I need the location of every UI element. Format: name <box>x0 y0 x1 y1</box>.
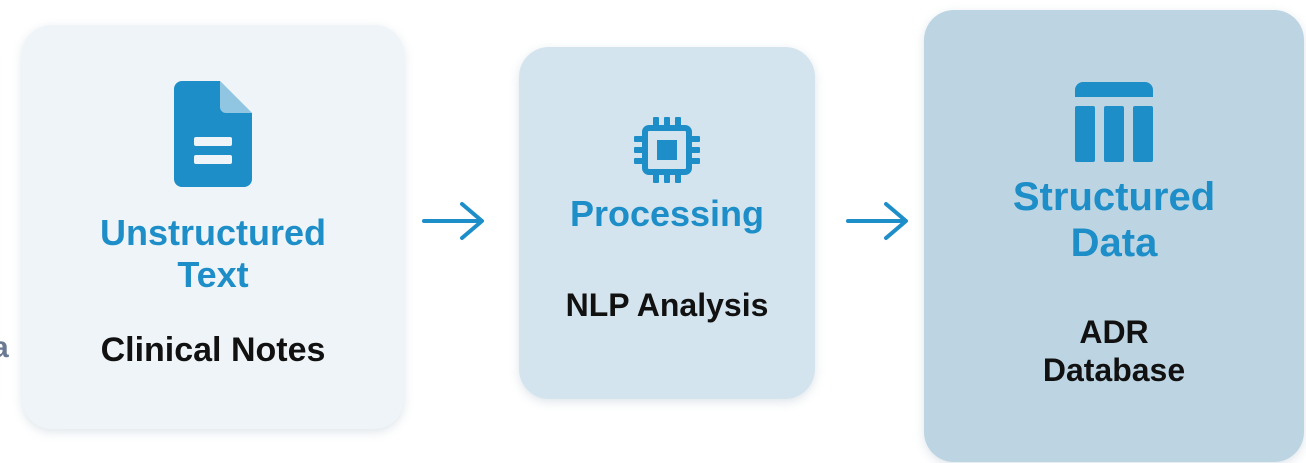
step-title: Processing <box>569 193 765 234</box>
step-subtitle: NLP Analysis <box>565 287 769 323</box>
arrow-right-icon <box>422 202 484 240</box>
table-icon <box>1075 82 1153 162</box>
step-title: Structured Data <box>1012 175 1216 265</box>
cropped-text-fragment: a <box>0 331 9 364</box>
arrow-right-icon <box>846 202 908 240</box>
step-title: Unstructured Text <box>99 212 327 295</box>
cpu-chip-icon <box>634 117 700 183</box>
step-subtitle: Clinical Notes <box>100 331 326 369</box>
step-card-unstructured-text: Unstructured Text Clinical Notes <box>22 25 404 429</box>
step-card-processing: Processing NLP Analysis <box>519 47 815 399</box>
step-subtitle: ADR Database <box>1042 314 1186 388</box>
document-icon <box>174 81 252 187</box>
step-card-structured-data: Structured Data ADR Database <box>924 10 1304 462</box>
